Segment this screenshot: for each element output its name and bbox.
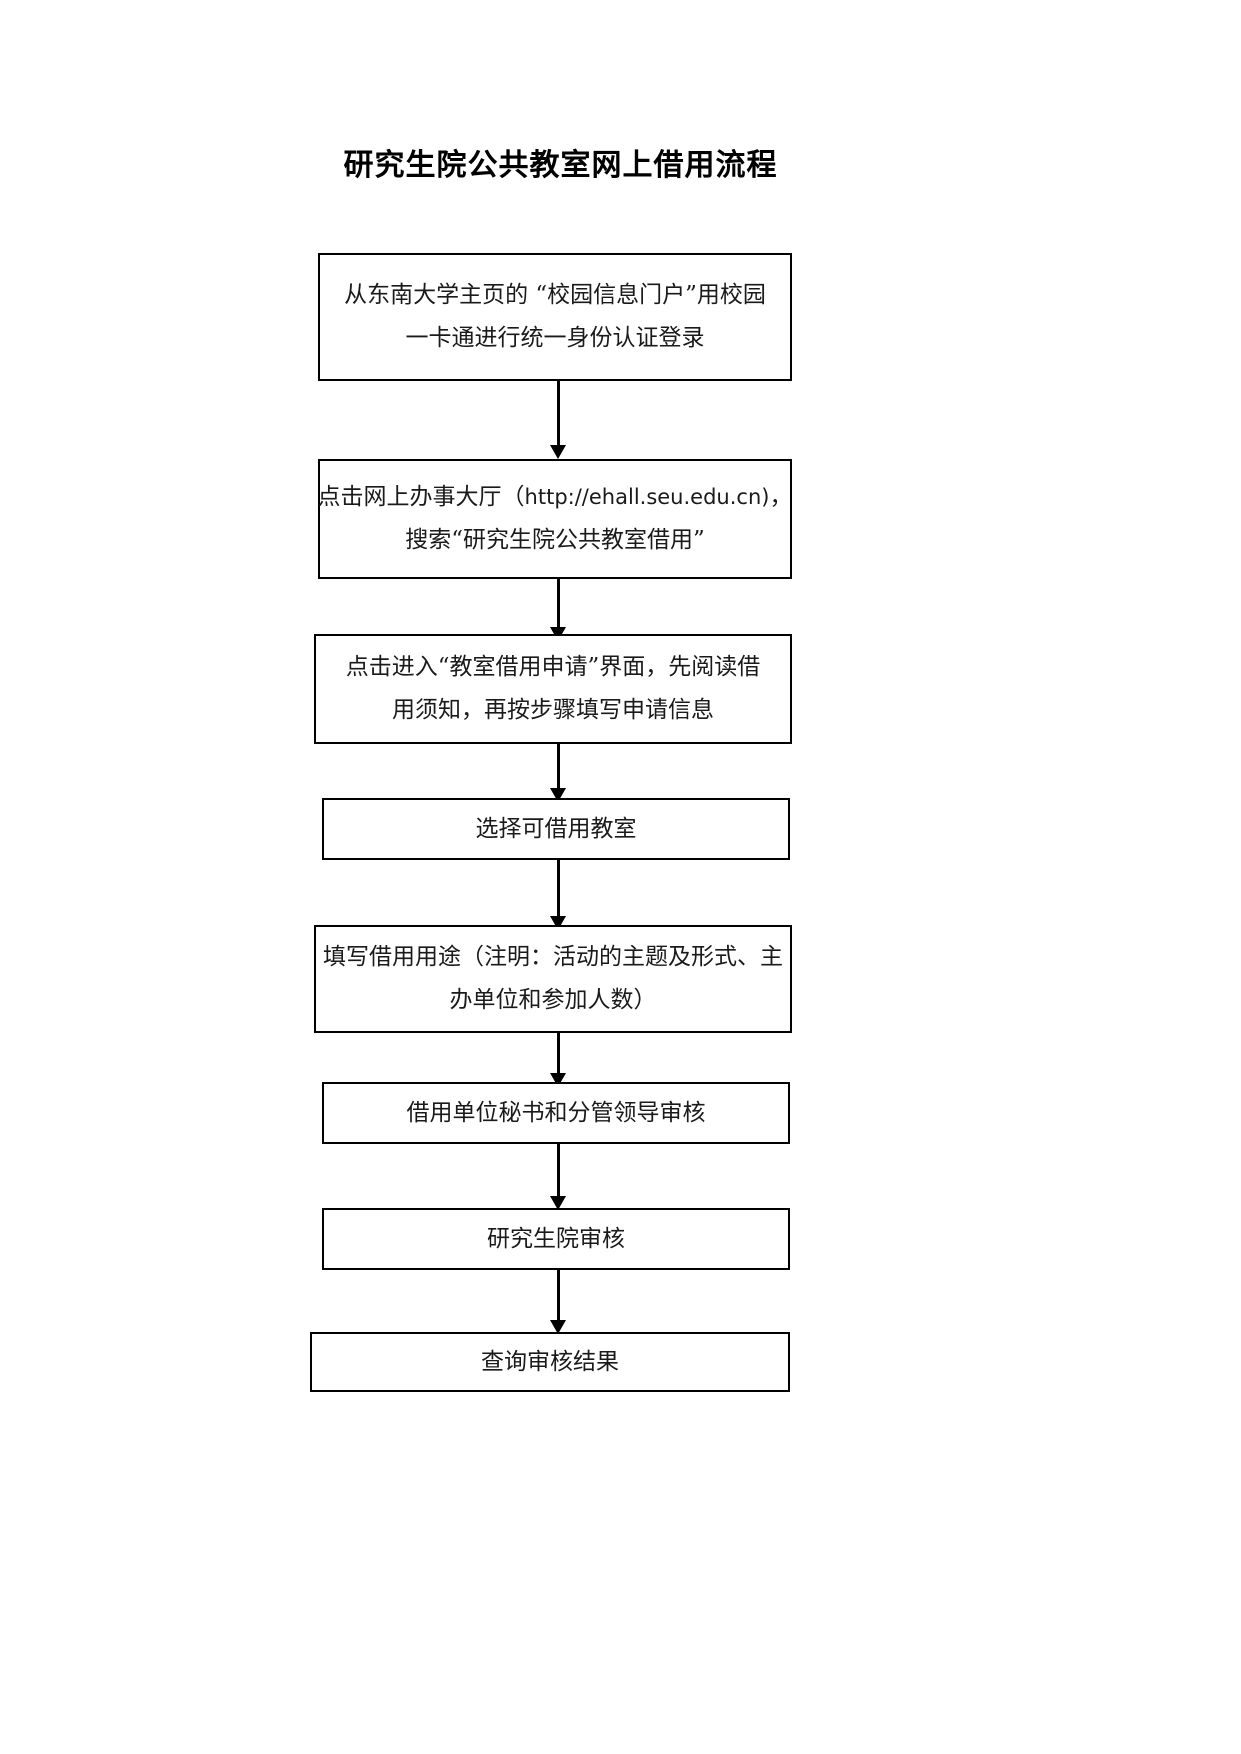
flow-node-step-8-line-1: 查询审核结果 [481,1348,619,1375]
flow-node-step-5: 填写借用用途（注明：活动的主题及形式、主 办单位和参加人数） [314,925,792,1033]
flow-node-step-4-line-1: 选择可借用教室 [475,815,637,842]
flow-node-step-5-line-2: 办单位和参加人数） [449,987,657,1013]
flow-node-step-3-line-2: 用须知，再按步骤填写申请信息 [392,697,714,723]
connector-1-2 [546,381,570,459]
flow-node-step-3-line-1: 点击进入“教室借用申请”界面，先阅读借 [345,654,761,681]
connector-stem [557,381,560,445]
flow-node-step-2-prefix: 点击网上办事大厅（ [317,484,525,511]
connector-3-4 [546,744,570,802]
connector-2-3 [546,579,570,641]
ehall-url-text: http://ehall.seu.edu.cn) [524,485,770,510]
flow-node-step-1-line-1: 从东南大学主页的 “校园信息门户”用校园 [344,282,766,309]
connector-4-5 [546,860,570,930]
connector-stem [557,1270,560,1320]
page-title: 研究生院公共教室网上借用流程 [343,148,778,183]
connector-stem [557,744,560,788]
connector-stem [557,1144,560,1196]
connector-stem [557,1033,560,1073]
flow-node-step-6-line-1: 借用单位秘书和分管领导审核 [406,1099,706,1126]
connector-5-6 [546,1033,570,1087]
arrowhead-icon [550,1196,566,1210]
flow-node-step-2: 点击网上办事大厅（http://ehall.seu.edu.cn)， 搜索“研究… [318,459,792,579]
flow-node-step-8: 查询审核结果 [310,1332,790,1392]
connector-7-8 [546,1270,570,1334]
flow-node-step-2-suffix: ， [769,484,793,511]
flow-node-step-2-line-1: 点击网上办事大厅（http://ehall.seu.edu.cn)， [318,476,793,519]
flow-node-step-6: 借用单位秘书和分管领导审核 [322,1082,790,1144]
flow-node-step-2-line-2: 搜索“研究生院公共教室借用” [405,527,705,553]
flow-node-step-4: 选择可借用教室 [322,798,790,860]
connector-stem [557,579,560,627]
arrowhead-icon [550,445,566,459]
flow-node-step-7-line-1: 研究生院审核 [487,1225,625,1252]
flow-node-step-7: 研究生院审核 [322,1208,790,1270]
connector-6-7 [546,1144,570,1210]
connector-stem [557,860,560,916]
flow-node-step-5-line-1: 填写借用用途（注明：活动的主题及形式、主 [323,944,783,971]
flow-node-step-1: 从东南大学主页的 “校园信息门户”用校园 一卡通进行统一身份认证登录 [318,253,792,381]
flow-node-step-1-line-2: 一卡通进行统一身份认证登录 [405,325,705,351]
flow-node-step-3: 点击进入“教室借用申请”界面，先阅读借 用须知，再按步骤填写申请信息 [314,634,792,744]
arrowhead-icon [550,1320,566,1334]
